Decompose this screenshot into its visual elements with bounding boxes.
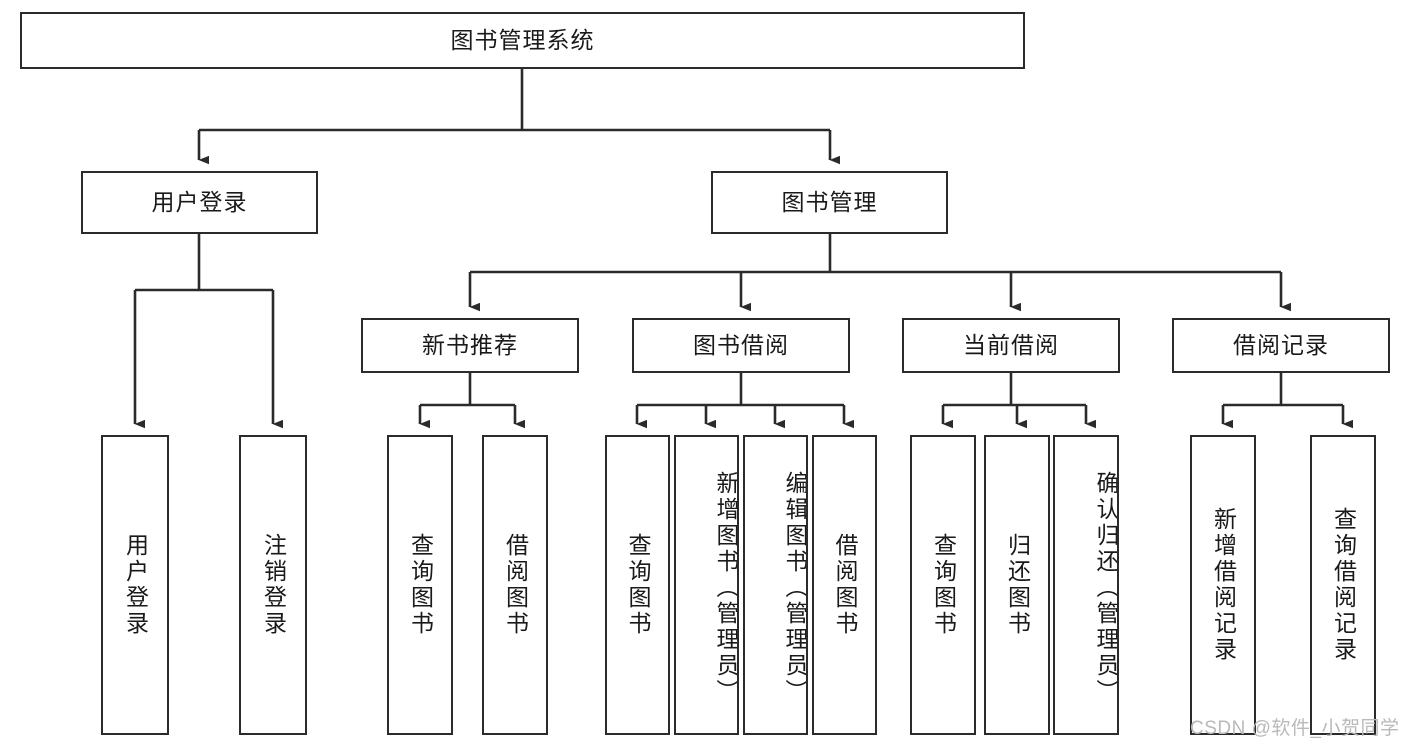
node-leaf-query-book-3[interactable]: 查询图书 [910, 435, 976, 735]
node-new-book-recommend[interactable]: 新书推荐 [361, 318, 579, 373]
node-borrow-record[interactable]: 借阅记录 [1172, 318, 1390, 373]
node-leaf-query-book-2-label: 查询图书 [625, 533, 651, 637]
node-book-borrow[interactable]: 图书借阅 [632, 318, 850, 373]
node-leaf-return-book-label: 归还图书 [1004, 533, 1031, 637]
node-current-borrow-label: 当前借阅 [963, 332, 1059, 359]
node-root-label: 图书管理系统 [450, 27, 595, 54]
node-leaf-query-book-3-label: 查询图书 [930, 533, 957, 637]
node-leaf-edit-book-label: 编辑图书（管理员） [782, 471, 808, 705]
node-leaf-user-logout[interactable]: 注销登录 [239, 435, 307, 735]
node-leaf-query-book-2[interactable]: 查询图书 [605, 435, 670, 735]
node-leaf-borrow-book-1[interactable]: 借阅图书 [482, 435, 548, 735]
node-leaf-borrow-book-2-label: 借阅图书 [832, 533, 858, 637]
node-leaf-query-book-1[interactable]: 查询图书 [387, 435, 453, 735]
node-leaf-borrow-book-2[interactable]: 借阅图书 [812, 435, 877, 735]
node-leaf-confirm-return-label: 确认归还（管理员） [1093, 471, 1119, 705]
node-leaf-borrow-book-1-label: 借阅图书 [502, 533, 529, 637]
node-leaf-user-login[interactable]: 用户登录 [101, 435, 169, 735]
node-leaf-query-book-1-label: 查询图书 [407, 533, 434, 637]
node-new-book-recommend-label: 新书推荐 [422, 332, 518, 359]
node-book-manage-label: 图书管理 [781, 189, 878, 216]
node-leaf-add-book[interactable]: 新增图书（管理员） [674, 435, 739, 735]
node-user-login[interactable]: 用户登录 [81, 171, 318, 234]
node-leaf-add-book-label: 新增图书（管理员） [713, 471, 739, 705]
node-leaf-edit-book[interactable]: 编辑图书（管理员） [743, 435, 808, 735]
node-leaf-add-record[interactable]: 新增借阅记录 [1190, 435, 1256, 735]
node-leaf-user-login-label: 用户登录 [122, 533, 149, 637]
node-leaf-confirm-return[interactable]: 确认归还（管理员） [1053, 435, 1119, 735]
node-book-borrow-label: 图书借阅 [693, 332, 789, 359]
node-leaf-add-record-label: 新增借阅记录 [1210, 507, 1237, 663]
node-leaf-user-logout-label: 注销登录 [260, 533, 287, 637]
node-book-manage[interactable]: 图书管理 [711, 171, 948, 234]
node-user-login-label: 用户登录 [151, 189, 248, 216]
node-borrow-record-label: 借阅记录 [1233, 332, 1329, 359]
node-leaf-query-record-label: 查询借阅记录 [1330, 507, 1357, 663]
node-root[interactable]: 图书管理系统 [20, 12, 1025, 69]
node-leaf-query-record[interactable]: 查询借阅记录 [1310, 435, 1376, 735]
node-leaf-return-book[interactable]: 归还图书 [984, 435, 1050, 735]
node-current-borrow[interactable]: 当前借阅 [902, 318, 1120, 373]
